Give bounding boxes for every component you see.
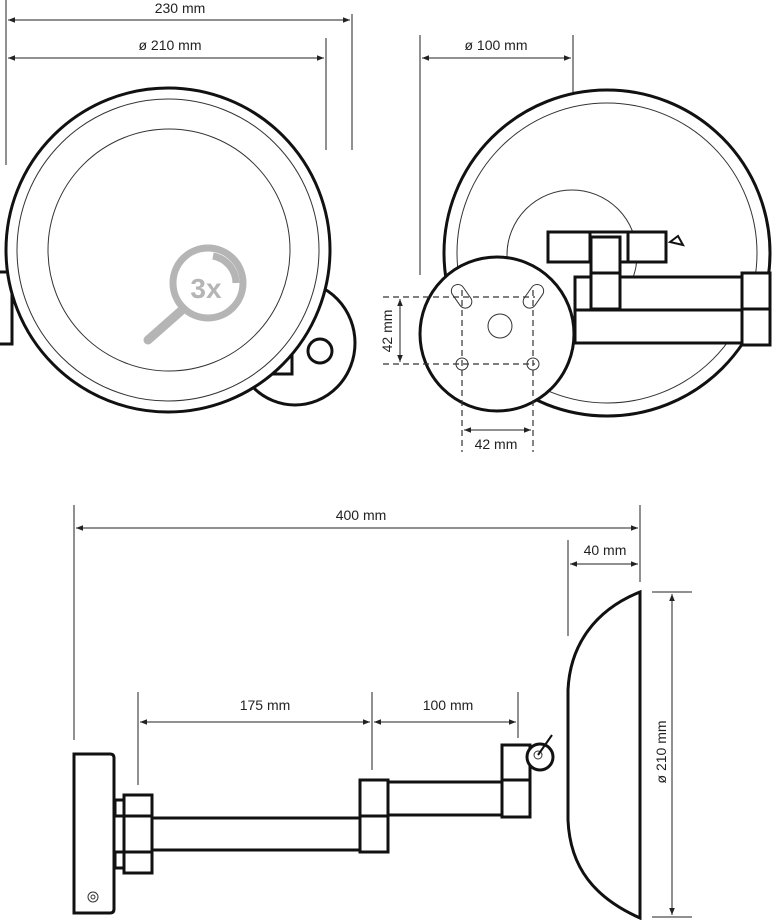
back-view: ø 100 mm 42 mm 42 mm xyxy=(379,35,772,452)
mirror-glass xyxy=(47,128,291,372)
svg-text:3x: 3x xyxy=(190,273,222,304)
mirror-side xyxy=(566,589,642,920)
short-arm xyxy=(386,780,504,817)
dimension-label-210: ø 210 mm xyxy=(138,37,201,53)
dimension-label-100: ø 100 mm xyxy=(464,37,527,53)
dimension-label-42-horizontal: 42 mm xyxy=(475,436,518,452)
side-view: 400 mm 40 mm 175 mm 100 mm ø 210 mm xyxy=(72,505,692,920)
switch-button xyxy=(306,337,334,365)
dimension-label-400: 400 mm xyxy=(336,507,387,523)
dimension-label-42-vertical: 42 mm xyxy=(379,310,395,353)
wall-plate-side xyxy=(72,752,116,915)
magnifier-3x-icon: 3x xyxy=(143,244,247,345)
wall-bracket xyxy=(0,270,14,346)
long-arm xyxy=(150,816,362,852)
dimension-label-210-side: ø 210 mm xyxy=(653,720,669,783)
dimension-label-230: 230 mm xyxy=(155,0,206,16)
pivot xyxy=(525,742,555,772)
dimension-label-40: 40 mm xyxy=(584,542,627,558)
mounting-plate xyxy=(418,255,576,413)
dimension-label-175: 175 mm xyxy=(240,697,291,713)
dimension-label-100-arm: 100 mm xyxy=(423,697,474,713)
front-view: 230 mm ø 210 mm 3x xyxy=(0,0,357,414)
mirror-frame xyxy=(4,86,332,414)
